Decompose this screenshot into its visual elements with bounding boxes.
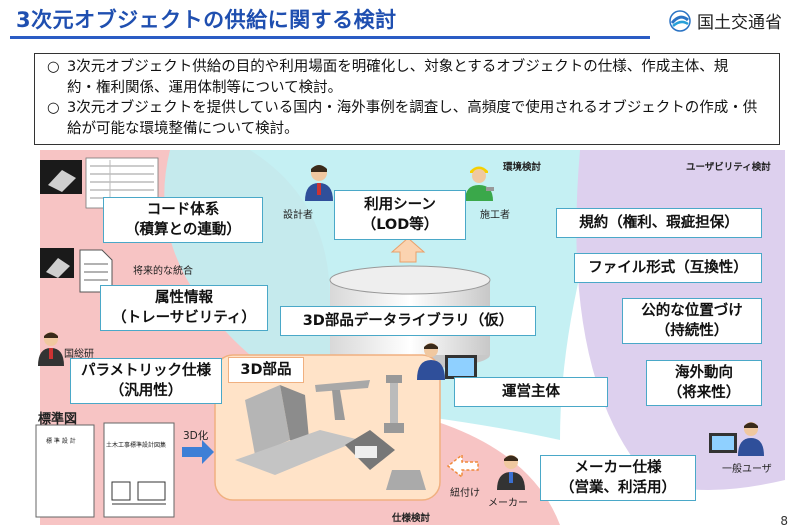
box-line: 3D部品 <box>240 362 292 378</box>
to3d-label: 3D化 <box>183 430 209 442</box>
box-line: 3D部品データライブラリ（仮） <box>302 313 514 329</box>
maker-person-icon <box>497 455 525 490</box>
box-line: 海外動向 <box>675 365 733 381</box>
operator-icon <box>417 343 445 380</box>
box-line: 公的な位置づけ <box>641 303 743 319</box>
overseas-trend-box: 海外動向 （将来性） <box>646 360 762 406</box>
box-line: 規約（権利、瑕疵担保） <box>579 215 739 231</box>
3d-parts-box: 3D部品 <box>228 357 304 383</box>
document-icon <box>79 249 113 293</box>
intro-bullet: ○ <box>47 59 60 75</box>
box-line: （汎用性） <box>109 383 183 399</box>
constructor-label: 施工者 <box>480 210 510 221</box>
left-arrow-icon <box>446 453 479 479</box>
box-line: コード体系 <box>146 202 220 218</box>
intro-line: 3次元オブジェクト供給の目的や利用場面を明確化し、対象とするオブジェクトの仕様、… <box>67 59 729 75</box>
box-line: （将来性） <box>667 385 741 401</box>
box-line: ファイル形式（互換性） <box>588 260 748 276</box>
page-number: 8 <box>780 514 788 528</box>
designer-label: 設計者 <box>283 210 313 221</box>
kokusoken-label: 国総研 <box>64 349 94 360</box>
file-format-box: ファイル形式（互換性） <box>574 253 762 283</box>
box-line: （持続性） <box>655 323 729 339</box>
doc-header-label: 標 準 設 計 <box>46 438 76 445</box>
intro-item: ○ 3次元オブジェクト供給の目的や利用場面を明確化し、対象とするオブジェクトの仕… <box>47 57 767 98</box>
library-box: 3D部品データライブラリ（仮） <box>280 306 536 336</box>
box-line: （トレーサビリティ） <box>112 310 256 326</box>
mlit-logo-icon <box>669 9 691 32</box>
brand-logo: 国土交通省 <box>669 8 782 33</box>
constructor-icon <box>465 166 494 201</box>
code-system-box: コード体系 （積算との連動） <box>103 197 263 243</box>
page-title: 3次元オブジェクトの供給に関する検討 <box>16 8 397 32</box>
rules-box: 規約（権利、瑕疵担保） <box>556 208 762 238</box>
box-line: 属性情報 <box>155 290 213 306</box>
operator-box: 運営主体 <box>454 377 608 407</box>
maker-label: メーカー <box>488 498 528 509</box>
box-line: （積算との連動） <box>125 222 241 238</box>
intro-bullet: ○ <box>47 100 60 116</box>
intro-line: 約・権利関係、運用体制等について検討。 <box>67 79 343 96</box>
future-label: 将来的な統合 <box>133 266 193 277</box>
general-user-label: 一般ユーザ <box>722 464 772 475</box>
standard-drawing-label: 標準図 <box>38 412 78 427</box>
public-status-box: 公的な位置づけ （持続性） <box>622 298 762 344</box>
box-line: 利用シーン <box>364 197 436 213</box>
intro-box: ○ 3次元オブジェクト供給の目的や利用場面を明確化し、対象とするオブジェクトの仕… <box>34 53 780 145</box>
parametric-spec-box: パラメトリック仕様 （汎用性） <box>70 358 222 404</box>
environment-label: 環境検討 <box>503 162 542 173</box>
intro-line: 給が可能な環境整備について検討。 <box>67 120 299 137</box>
intro-text: 3次元オブジェクト供給の目的や利用場面を明確化し、対象とするオブジェクトの仕様、… <box>67 57 728 98</box>
box-line: （営業、利活用） <box>560 480 676 496</box>
box-line: 運営主体 <box>502 384 560 400</box>
attribute-info-box: 属性情報 （トレーサビリティ） <box>100 285 268 331</box>
box-line: パラメトリック仕様 <box>80 363 212 379</box>
intro-line: 3次元オブジェクトを提供している国内・海外事例を調査し、高頻度で使用されるオブジ… <box>67 100 758 116</box>
up-arrow-icon <box>390 237 426 263</box>
designer-icon <box>305 165 333 201</box>
intro-item: ○ 3次元オブジェクトを提供している国内・海外事例を調査し、高頻度で使用されるオ… <box>47 98 767 139</box>
right-arrow-icon <box>182 440 214 464</box>
maker-spec-box: メーカー仕様 （営業、利活用） <box>540 455 696 501</box>
box-line: （LOD等） <box>361 217 439 233</box>
usability-label: ユーザビリティ検討 <box>686 162 771 173</box>
box-line: メーカー仕様 <box>574 460 662 476</box>
spec-label: 仕様検討 <box>392 513 431 524</box>
kokusoken-person-icon <box>38 332 64 366</box>
usage-scene-box: 利用シーン （LOD等） <box>334 190 466 240</box>
link-label: 紐付け <box>450 488 480 499</box>
title-underline <box>10 36 650 39</box>
brand-name: 国土交通省 <box>697 13 782 33</box>
general-user-icon <box>738 422 764 456</box>
intro-text: 3次元オブジェクトを提供している国内・海外事例を調査し、高頻度で使用されるオブジ… <box>67 98 757 139</box>
doc-title-label: 土木工事標準設計図集 <box>106 442 167 449</box>
